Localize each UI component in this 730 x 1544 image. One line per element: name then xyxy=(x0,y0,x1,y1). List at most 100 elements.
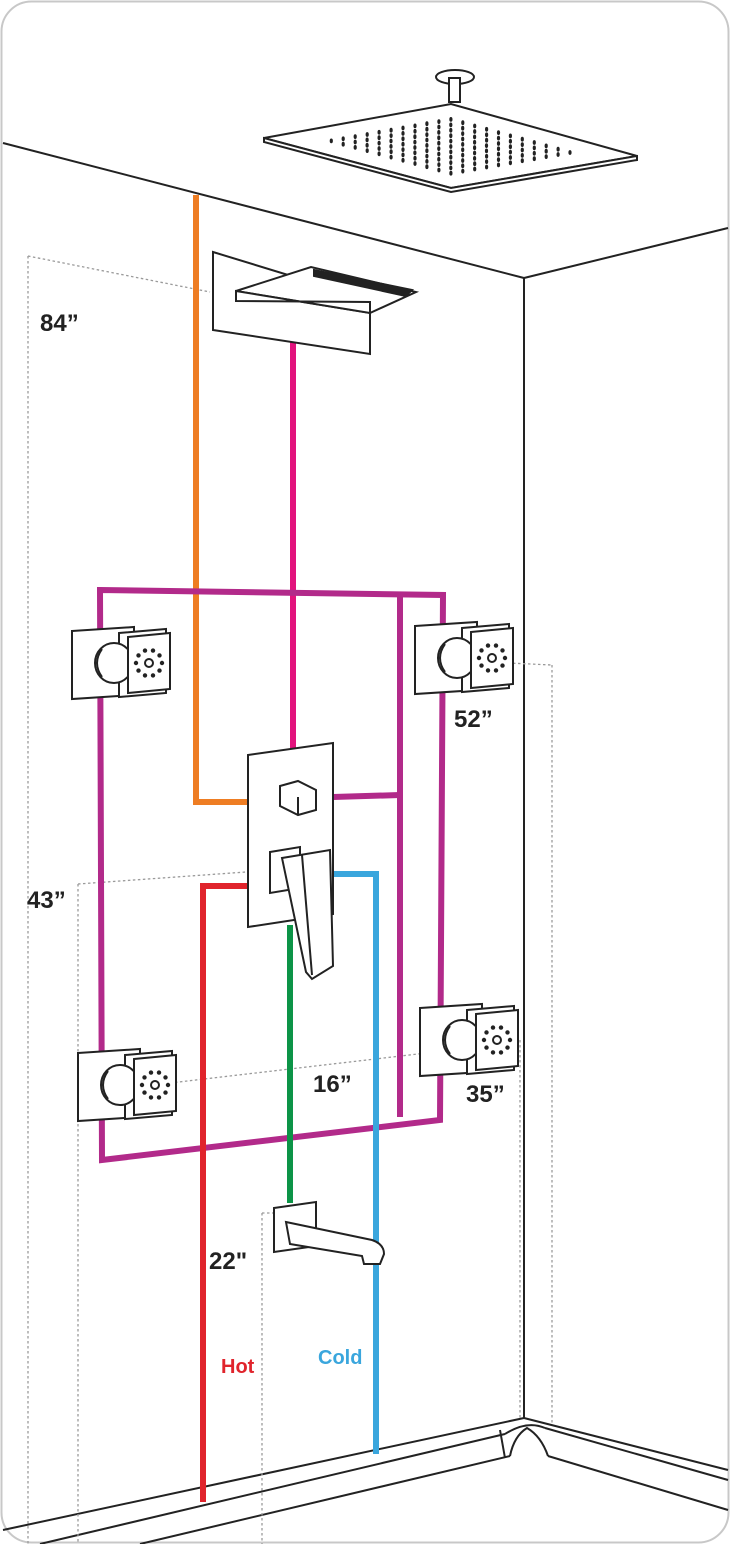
rain-nozzle xyxy=(389,149,393,155)
rain-nozzle xyxy=(425,148,429,154)
jet-nozzle xyxy=(484,1030,489,1035)
jet-nozzle xyxy=(500,663,505,668)
body-jet-upper-left-icon xyxy=(71,625,171,701)
lower-jets-height-label: 35” xyxy=(466,1081,505,1108)
rain-nozzle xyxy=(437,167,441,173)
jet-nozzle xyxy=(163,1075,168,1080)
jet-nozzle xyxy=(502,655,508,661)
rain-nozzle xyxy=(473,166,477,172)
rain-nozzle xyxy=(437,135,441,141)
jet-nozzle xyxy=(150,648,156,653)
rain-nozzle xyxy=(425,153,429,159)
rain-nozzle xyxy=(377,129,381,135)
rain-nozzle xyxy=(520,142,524,148)
rain-nozzle xyxy=(544,154,548,160)
valve-height-label: 43” xyxy=(27,887,66,914)
rain-nozzle xyxy=(532,145,536,151)
rain-nozzle xyxy=(449,133,453,139)
jets-branch-pipe-horizontal xyxy=(332,792,401,800)
rain-nozzle xyxy=(461,168,465,174)
rain-nozzle xyxy=(377,146,381,151)
rain-nozzle xyxy=(449,154,453,160)
rain-nozzle xyxy=(473,145,477,151)
rain-nozzle xyxy=(425,126,429,132)
jet-nozzle xyxy=(493,668,499,673)
rain-nozzle xyxy=(532,150,536,156)
rain-nozzle xyxy=(413,155,417,161)
rain-shower-head-icon xyxy=(263,69,638,194)
rain-nozzle xyxy=(389,127,393,133)
rain-nozzle xyxy=(425,121,429,127)
rain-nozzle xyxy=(520,158,524,164)
rain-nozzle xyxy=(520,147,524,153)
rain-nozzle xyxy=(353,134,357,140)
rain-nozzle xyxy=(413,161,417,166)
rain-nozzle xyxy=(485,132,489,138)
jet-nozzle xyxy=(165,1082,171,1088)
rain-nozzle xyxy=(496,135,501,141)
jet-nozzle xyxy=(148,1070,154,1075)
spout-height-label: 22" xyxy=(209,1248,247,1275)
rain-nozzle xyxy=(341,136,345,142)
rain-nozzle xyxy=(389,133,393,139)
jet-nozzle xyxy=(139,1082,145,1088)
rain-nozzle xyxy=(449,160,453,166)
rain-nozzle xyxy=(473,139,477,145)
rain-nozzle xyxy=(449,165,453,171)
jet-nozzle xyxy=(485,668,491,673)
jet-nozzle xyxy=(159,660,165,666)
jet-nozzle xyxy=(142,673,148,678)
rain-nozzle xyxy=(461,163,465,169)
rain-nozzle xyxy=(425,164,429,170)
body-jet-lower-left-icon xyxy=(77,1047,177,1123)
rain-nozzle xyxy=(401,147,405,153)
rain-nozzle xyxy=(377,151,381,157)
mixing-valve-icon xyxy=(247,741,335,981)
rain-nozzle xyxy=(341,141,345,147)
rain-nozzle xyxy=(473,129,477,134)
rain-nozzle xyxy=(389,154,393,160)
rain-nozzle xyxy=(485,126,489,132)
rain-nozzle xyxy=(484,143,489,149)
rain-nozzle xyxy=(365,148,369,154)
jet-nozzle xyxy=(505,1045,510,1050)
hot-supply-pipe xyxy=(200,883,248,1502)
rain-nozzle xyxy=(568,150,572,155)
rain-nozzle xyxy=(425,137,429,143)
rain-nozzle xyxy=(556,152,560,157)
rain-nozzle xyxy=(508,149,512,155)
rain-nozzle xyxy=(425,143,429,148)
rain-nozzle xyxy=(556,146,560,152)
tub-spout-icon xyxy=(273,1200,386,1265)
rain-nozzle xyxy=(496,146,501,152)
body-jet-lower-right-icon xyxy=(419,1002,519,1078)
rain-nozzle xyxy=(353,145,357,150)
rain-nozzle xyxy=(532,156,536,162)
rain-nozzle xyxy=(520,136,524,142)
rain-nozzle xyxy=(508,160,512,166)
rain-nozzle xyxy=(413,145,417,150)
rain-nozzle xyxy=(449,127,453,133)
body-jet-upper-right-icon xyxy=(414,620,514,696)
jet-nozzle xyxy=(485,643,491,648)
rain-nozzle xyxy=(449,122,453,128)
rain-nozzle xyxy=(413,139,417,145)
rain-nozzle xyxy=(449,149,453,155)
jet-nozzle xyxy=(490,1050,496,1055)
rain-nozzle xyxy=(485,159,489,165)
waterfall-supply-pipe xyxy=(193,195,248,805)
rain-nozzle xyxy=(365,132,369,137)
rain-nozzle xyxy=(544,148,548,154)
rain-nozzle xyxy=(449,170,453,176)
jet-nozzle xyxy=(493,643,499,648)
rain-nozzle xyxy=(401,157,405,163)
room-outline xyxy=(2,142,729,1531)
rain-nozzle xyxy=(508,138,512,144)
rain-nozzle xyxy=(461,147,465,153)
rain-nozzle xyxy=(425,132,429,138)
rain-nozzle xyxy=(437,119,441,124)
rain-nozzle xyxy=(401,125,405,131)
jet-nozzle xyxy=(507,1037,513,1043)
rain-nozzle xyxy=(461,136,465,142)
